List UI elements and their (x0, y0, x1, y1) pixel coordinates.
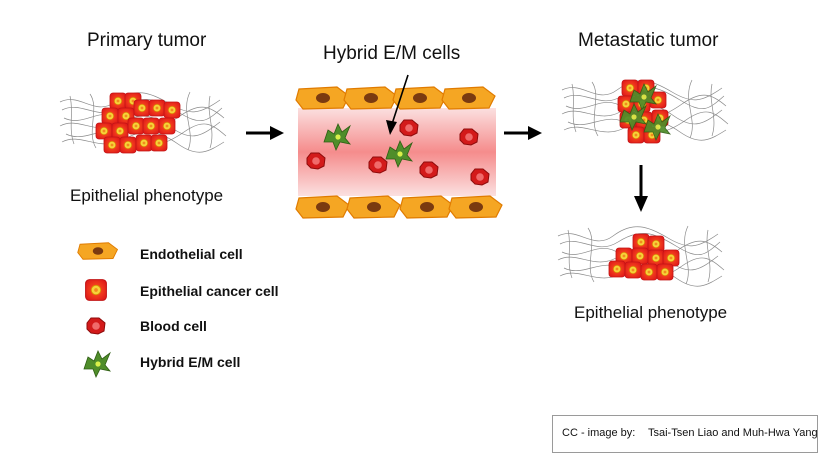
metastatic-tumor-title: Metastatic tumor (578, 30, 719, 51)
epithelial-cancer-cell-icon (84, 278, 108, 302)
vessel-bottom-wall (295, 195, 503, 219)
credit-authors: Tsai-Tsen Liao and Muh-Hwa Yang (648, 427, 818, 439)
legend-hybrid-label: Hybrid E/M cell (140, 354, 241, 370)
legend-blood-cell-label: Blood cell (140, 318, 207, 334)
primary-tumor-cells (95, 92, 181, 154)
legend-epithelial-cancer-label: Epithelial cancer cell (140, 283, 279, 299)
arrow-metastatic-down (634, 165, 648, 212)
hybrid-cells-title: Hybrid E/M cells (323, 43, 461, 64)
primary-phenotype-label: Epithelial phenotype (70, 186, 224, 205)
hybrid-em-cell-icon (83, 350, 111, 378)
arrow-primary-to-vessel (246, 126, 284, 140)
credit-box: CC - image by: Tsai-Tsen Liao and Muh-Hw… (552, 415, 818, 453)
arrow-vessel-to-metastatic (504, 126, 542, 140)
credit-prefix: CC - image by: (562, 427, 636, 439)
endothelial-cell-icon (77, 242, 118, 260)
blood-cell-icon (86, 317, 106, 335)
hybrid-pointer-arrow (386, 74, 409, 135)
vessel-top-wall (295, 86, 496, 110)
primary-tumor-title: Primary tumor (87, 30, 207, 51)
legend-endothelial-label: Endothelial cell (140, 246, 243, 262)
metastatic-phenotype-label: Epithelial phenotype (574, 303, 728, 322)
